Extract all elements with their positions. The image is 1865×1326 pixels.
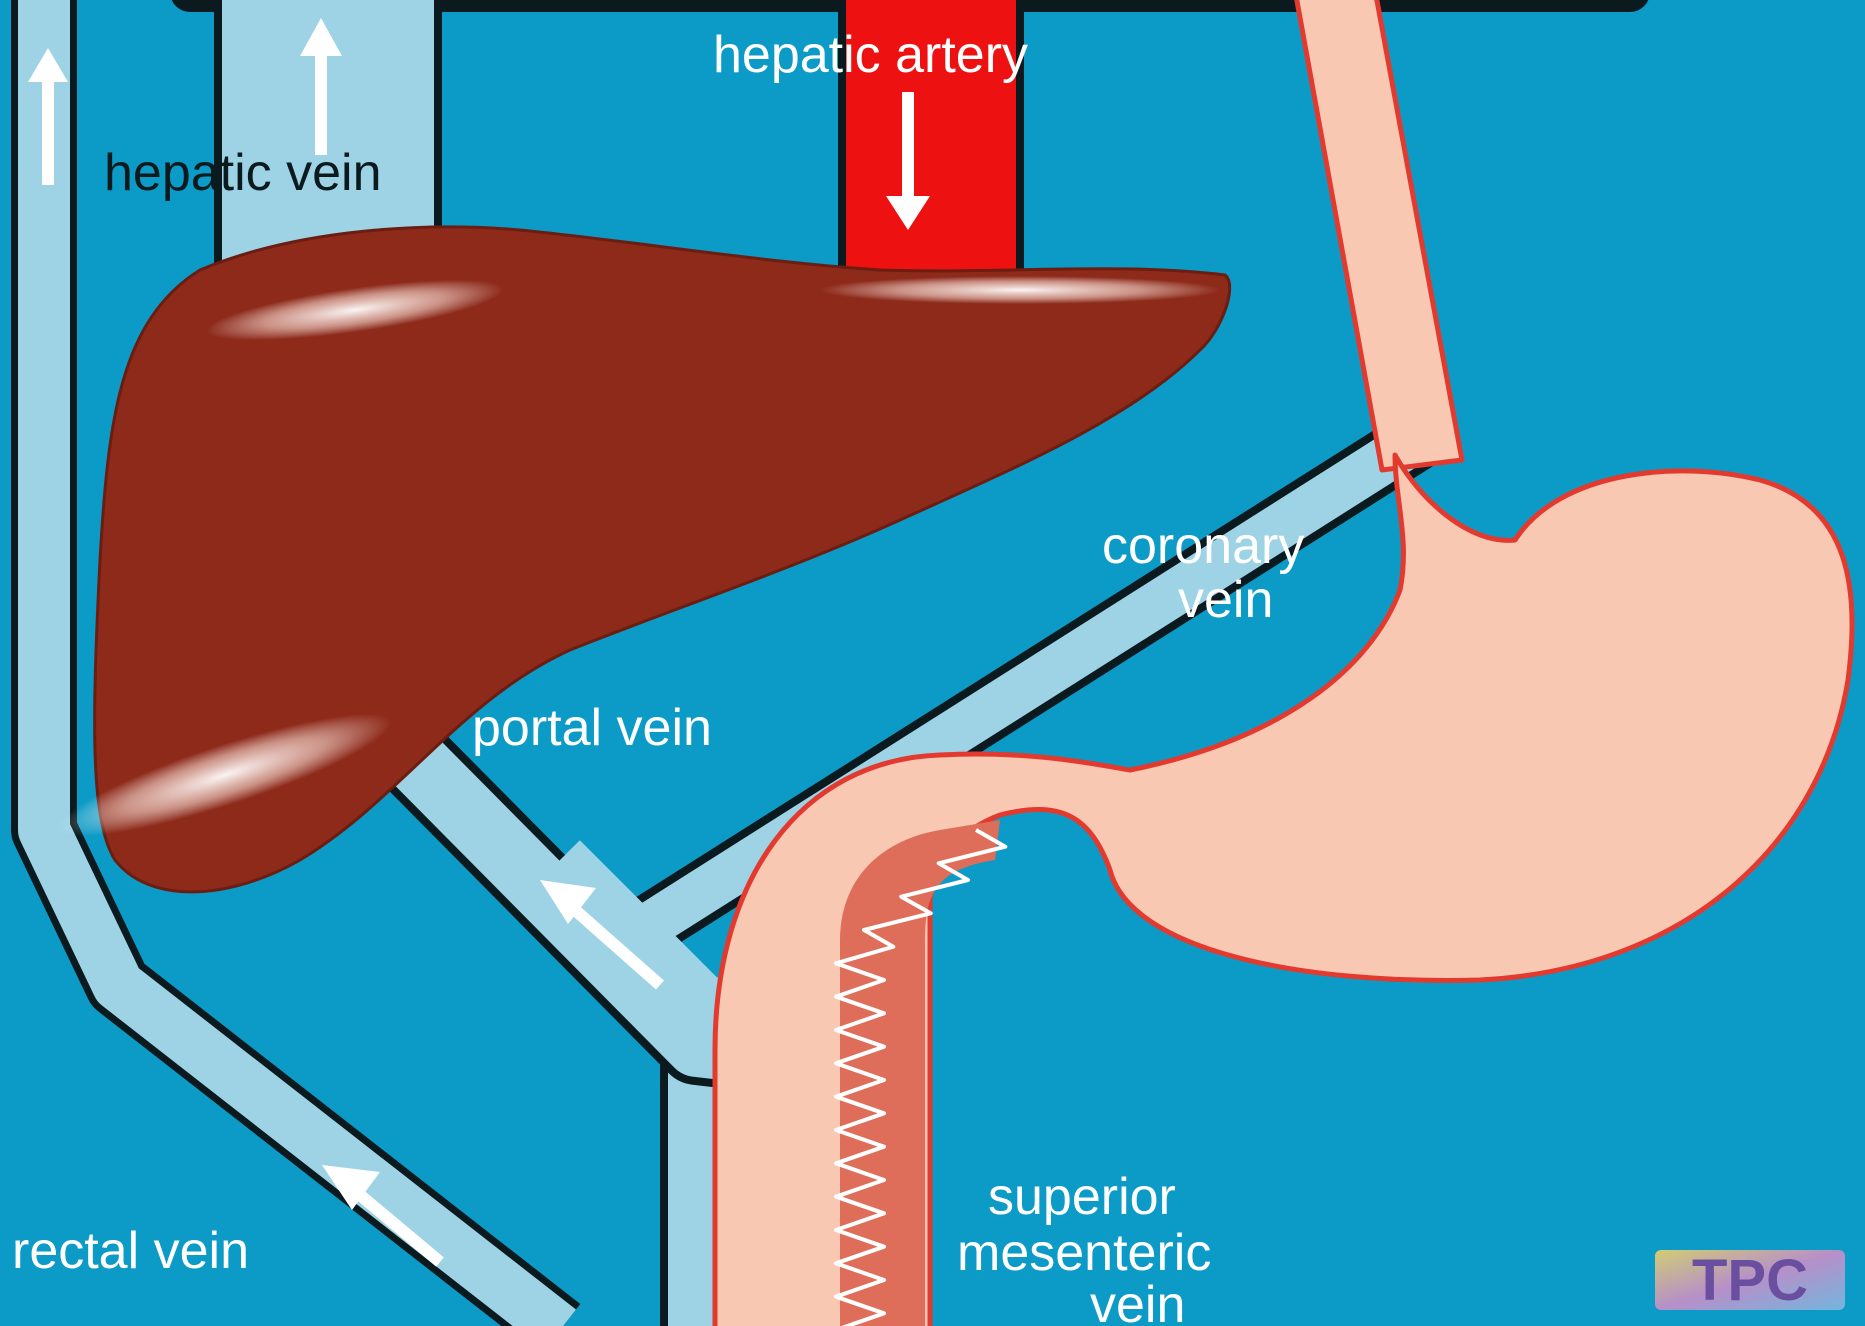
superior-mesenteric-vein-label-line2: mesenteric — [957, 1224, 1211, 1282]
hepatic-artery-label: hepatic artery — [713, 26, 1028, 84]
logo-text: TPC — [1692, 1248, 1808, 1313]
coronary-vein-label-line1: coronary — [1102, 517, 1304, 575]
portal-vein-label: portal vein — [472, 699, 712, 757]
liver-highlight — [820, 276, 1220, 304]
tpc-logo: TPC — [1655, 1248, 1845, 1313]
coronary-vein-label-line2: vein — [1178, 571, 1273, 629]
superior-mesenteric-vein-label-line1: superior — [988, 1168, 1176, 1226]
rectal-vein-label: rectal vein — [12, 1222, 249, 1280]
superior-mesenteric-vein-label-line3: vein — [1090, 1276, 1185, 1326]
hepatic-vein-label: hepatic vein — [104, 144, 382, 202]
